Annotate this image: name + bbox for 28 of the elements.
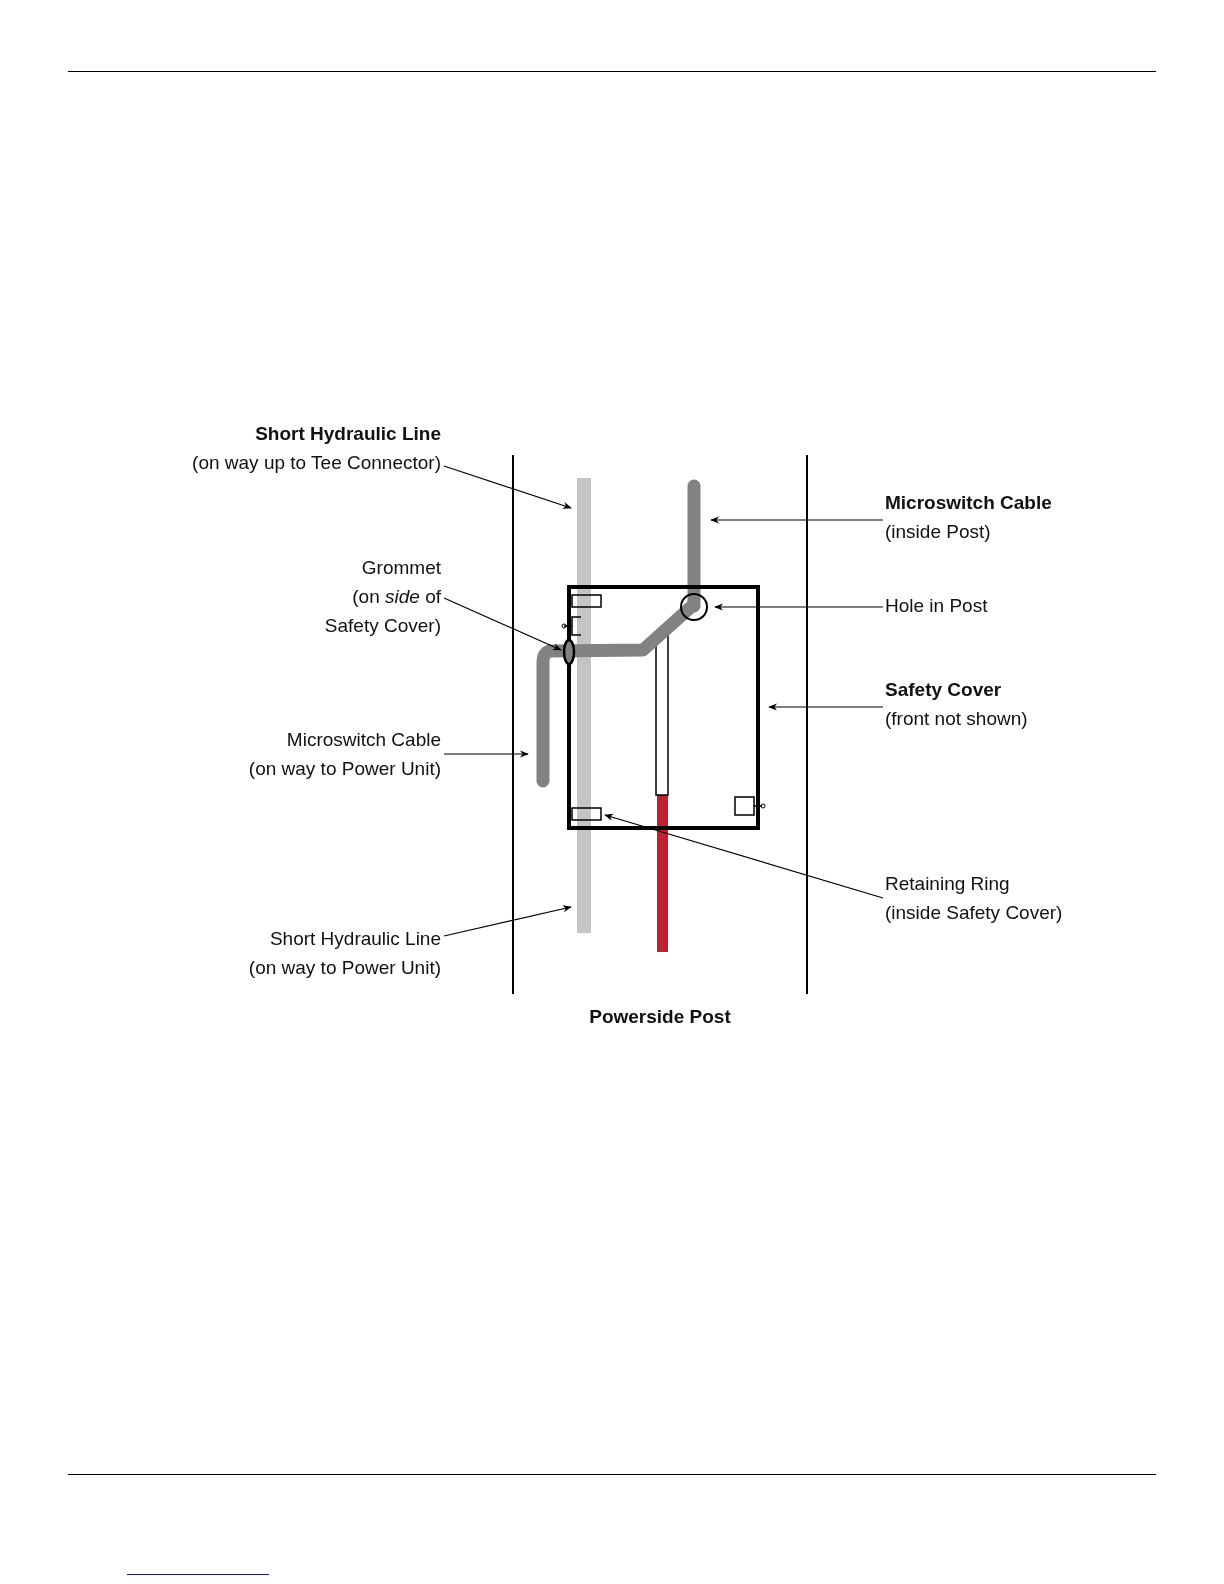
leader-line bbox=[768, 703, 884, 711]
leader-line bbox=[443, 465, 572, 509]
callout-heading: Safety Cover bbox=[885, 678, 1002, 702]
callout-heading: Retaining Ring bbox=[885, 872, 1010, 896]
callout-text: (front not shown) bbox=[885, 707, 1028, 731]
safety-cover bbox=[567, 585, 760, 830]
callout-text: Hole in Post bbox=[885, 594, 988, 618]
callout-text: (inside Safety Cover) bbox=[885, 901, 1063, 925]
leader-line bbox=[443, 597, 562, 651]
retaining-ring bbox=[571, 807, 602, 821]
leader-line bbox=[443, 750, 529, 758]
callout-heading: Microswitch Cable bbox=[286, 728, 441, 752]
callout-heading: Grommet bbox=[361, 556, 441, 580]
callout-text: (on way up to Tee Connector) bbox=[192, 451, 441, 475]
callout-heading: Short Hydraulic Line bbox=[255, 422, 441, 446]
post-caption: Powerside Post bbox=[589, 1006, 731, 1027]
microswitch-cable bbox=[536, 479, 701, 788]
leader-line bbox=[714, 603, 884, 611]
leader-line bbox=[443, 905, 572, 937]
callout-text: (on way to Power Unit) bbox=[248, 956, 441, 980]
callout-text: (on way to Power Unit) bbox=[248, 757, 441, 781]
callout-heading: Short Hydraulic Line bbox=[269, 927, 441, 951]
callout-text: (inside Post) bbox=[885, 520, 991, 544]
cable-hole bbox=[680, 593, 708, 621]
callout-text: (on side of Safety Cover) bbox=[323, 585, 441, 638]
leader-line bbox=[604, 813, 884, 899]
callout-heading: Microswitch Cable bbox=[885, 491, 1052, 515]
leader-line bbox=[710, 516, 884, 524]
